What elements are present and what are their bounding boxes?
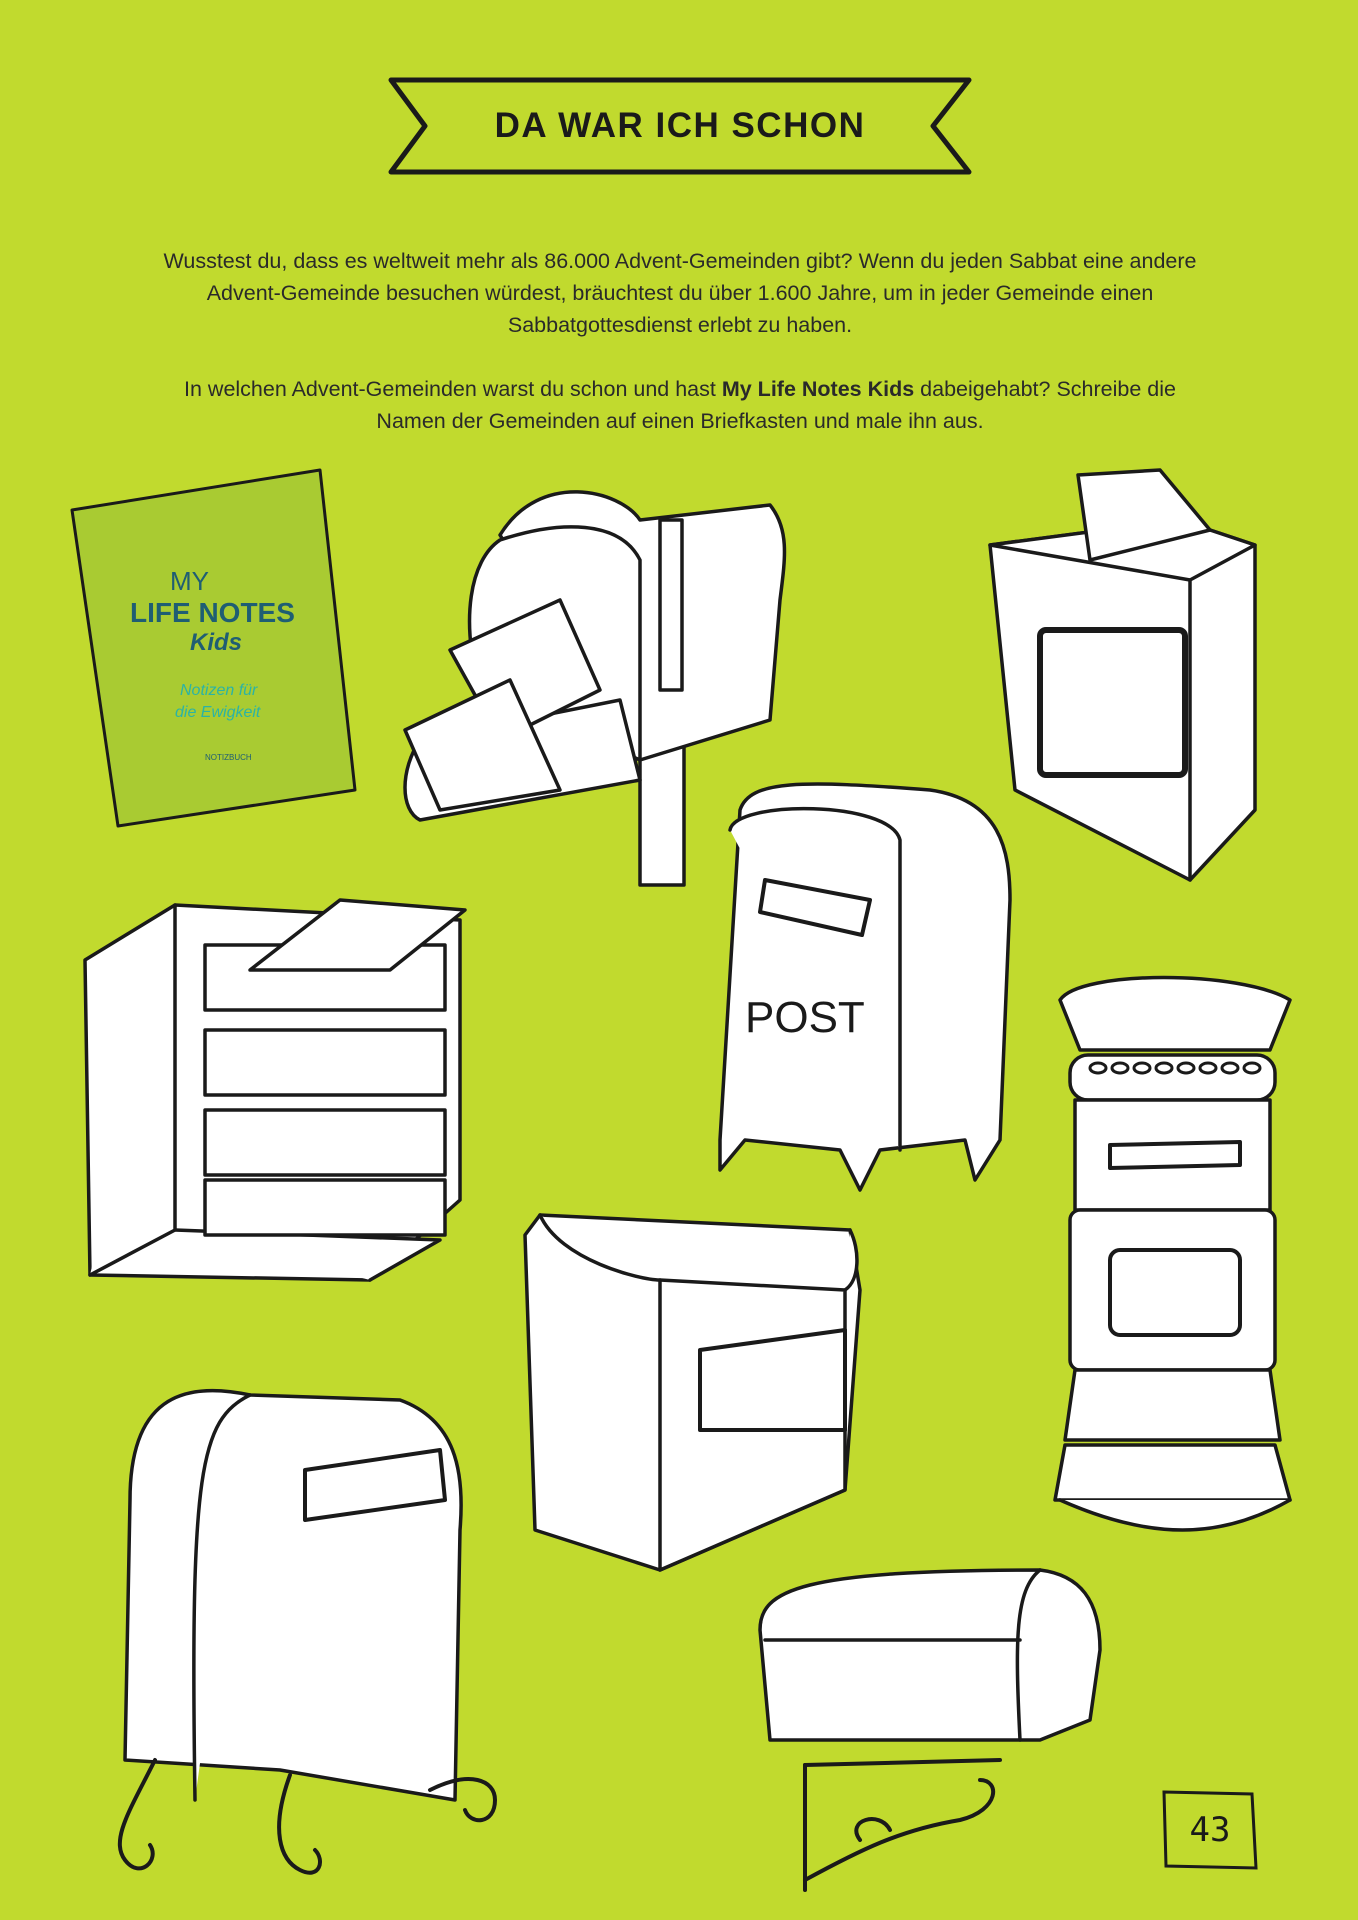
book-subtitle-line-1: Notizen für bbox=[180, 682, 258, 699]
rural-mailbox-illustration bbox=[403, 490, 787, 887]
page-number-box: 43 bbox=[1160, 1788, 1260, 1872]
lid-box-illustration bbox=[523, 1213, 862, 1572]
post-mailbox-illustration: POST bbox=[718, 782, 1012, 1192]
book-cover bbox=[70, 468, 357, 828]
book-title-line-2: LIFE NOTES bbox=[130, 597, 295, 628]
page-title: DA WAR ICH SCHON bbox=[494, 106, 866, 145]
book-cover-text: MY LIFE NOTES Kids Notizen für die Ewigk… bbox=[130, 566, 295, 762]
chest-mailbox-illustration bbox=[758, 1568, 1102, 1892]
compartment-mailbox-illustration bbox=[83, 898, 467, 1282]
heading-banner: DA WAR ICH SCHON bbox=[385, 76, 975, 176]
book-label: NOTIZBUCH bbox=[205, 753, 252, 762]
book-subtitle-line-2: die Ewigkeit bbox=[175, 704, 261, 721]
pillar-box-illustration bbox=[1053, 975, 1292, 1532]
book-title-line-1: MY bbox=[170, 566, 209, 596]
page-number-frame bbox=[1162, 1790, 1258, 1870]
post-label: POST bbox=[745, 993, 865, 1042]
book-title-line-3: Kids bbox=[190, 629, 242, 656]
page-number: 43 bbox=[1189, 1810, 1231, 1850]
intro-paragraph-2: In welchen Advent-Gemeinden warst du sch… bbox=[184, 377, 1176, 433]
intro-paragraph-1: Wusstest du, dass es weltweit mehr als 8… bbox=[163, 249, 1197, 337]
book-name-bold: My Life Notes Kids bbox=[721, 377, 915, 401]
roundtop-mailbox-illustration bbox=[117, 1388, 497, 1875]
intro-text: Wusstest du, dass es weltweit mehr als 8… bbox=[150, 245, 1210, 469]
slot-box-illustration bbox=[988, 468, 1257, 882]
banner-ribbon-shape bbox=[388, 77, 972, 175]
